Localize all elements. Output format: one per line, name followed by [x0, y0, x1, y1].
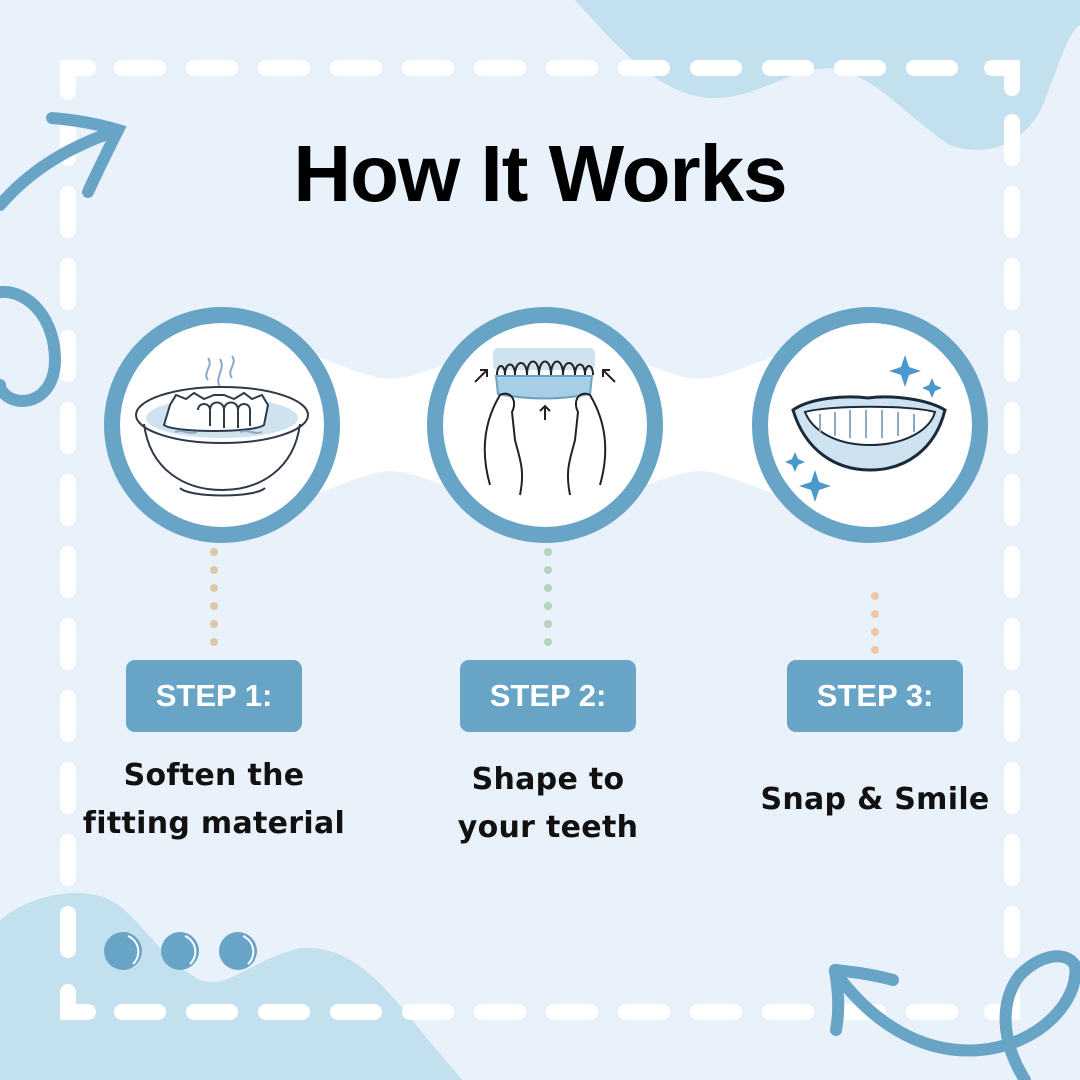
bowl-hot-water-teeth-icon	[135, 355, 309, 497]
step-2-description-line-2: your teeth	[457, 810, 639, 845]
step-1-illustration	[104, 307, 340, 543]
step-2: STEP 2: Shape to your teeth	[388, 548, 708, 852]
hands-shaping-aligner-icon	[474, 348, 616, 496]
step-2-connector-dots	[544, 548, 552, 646]
dashed-frame	[60, 60, 1020, 1020]
bottom-right-arrow-icon	[829, 950, 1080, 1080]
left-loop-icon	[0, 285, 62, 407]
top-left-arrow-icon	[0, 112, 127, 211]
step-1: STEP 1: Soften the fitting material	[54, 548, 374, 848]
step-3-connector-dots	[871, 592, 879, 654]
step-1-connector-dots	[210, 548, 218, 646]
step-2-illustration	[427, 307, 663, 543]
step-3: STEP 3: Snap & Smile	[715, 592, 1035, 824]
page-title: How It Works	[293, 129, 787, 218]
step-2-badge: STEP 2:	[460, 660, 636, 732]
step-1-description-line-1: Soften the	[123, 758, 305, 793]
step-3-illustration	[752, 307, 988, 543]
sparkling-smile-icon	[785, 355, 947, 502]
carousel-dots	[104, 932, 257, 970]
top-right-blob	[575, 0, 1080, 150]
step-1-description-line-2: fitting material	[82, 806, 346, 841]
step-1-badge: STEP 1:	[126, 660, 302, 732]
step-3-description-line-1: Snap & Smile	[760, 782, 990, 817]
step-3-badge: STEP 3:	[787, 660, 963, 732]
step-2-description-line-1: Shape to	[471, 762, 625, 797]
